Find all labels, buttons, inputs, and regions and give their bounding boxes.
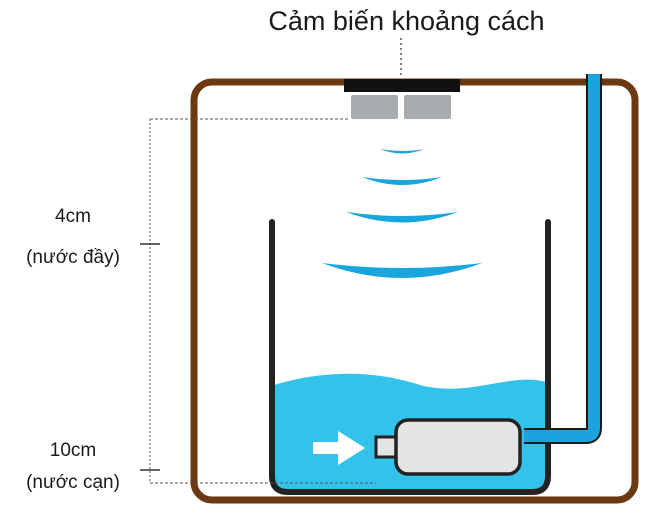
empty-level-distance: 10cm [49, 440, 97, 461]
sensor-mount-bar [344, 79, 460, 92]
sensor-label: Cảm biến khoảng cách [268, 6, 545, 36]
sensor-transducer-left [351, 95, 398, 119]
full-level-distance: 4cm [55, 206, 91, 227]
sensor-pulse-2 [362, 177, 442, 185]
sensor-pulse-4 [322, 263, 482, 278]
full-level-note: (nước đầy) [26, 247, 120, 268]
empty-level-note: (nước cạn) [26, 472, 120, 493]
pump-body [394, 418, 522, 476]
sensor-pulse-1 [380, 149, 424, 154]
outlet-pipe-fill [524, 74, 600, 442]
inflow-arrow-icon [313, 431, 365, 465]
sensor-transducer-right [404, 95, 451, 119]
inner-container [269, 219, 551, 495]
sensor-pulse-3 [346, 212, 458, 223]
